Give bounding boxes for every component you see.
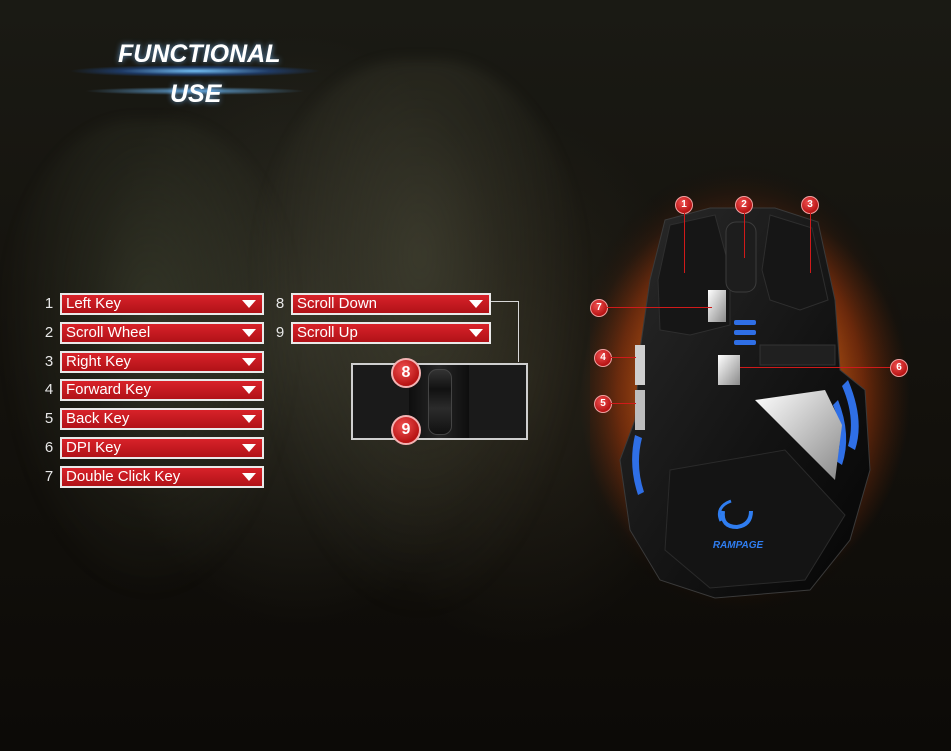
caret-down-icon <box>242 386 256 394</box>
key-dropdown-label: Left Key <box>66 295 122 312</box>
title-glow-bottom <box>80 86 310 96</box>
caret-down-icon <box>469 300 483 308</box>
key-dropdown-label: Scroll Up <box>297 324 358 341</box>
caret-down-icon <box>242 473 256 481</box>
key-dropdown-label: Back Key <box>66 410 130 427</box>
zoom-connector-line <box>491 301 519 362</box>
key-dropdown-scroll-down[interactable]: Scroll Down <box>291 293 491 315</box>
key-dropdown-double-click-key[interactable]: Double Click Key <box>60 466 264 488</box>
blue-stripes <box>632 320 859 495</box>
key-dropdown-label: DPI Key <box>66 439 122 456</box>
key-number: 7 <box>44 468 54 485</box>
key-number: 4 <box>44 381 54 398</box>
key-number: 3 <box>44 353 54 370</box>
key-dropdown-scroll-wheel[interactable]: Scroll Wheel <box>60 322 264 344</box>
key-number: 6 <box>44 439 54 456</box>
rampage-logo-icon <box>717 499 753 530</box>
callout-badge-7: 7 <box>590 299 608 317</box>
caret-down-icon <box>242 415 256 423</box>
callout-badge-2: 2 <box>735 196 753 214</box>
leader-line-1 <box>684 213 685 273</box>
forward-button-shape <box>635 345 645 385</box>
key-dropdown-label: Forward Key <box>66 381 152 398</box>
key-dropdown-label: Scroll Wheel <box>66 324 151 341</box>
caret-down-icon <box>242 329 256 337</box>
key-dropdown-left-key[interactable]: Left Key <box>60 293 264 315</box>
back-button-shape <box>635 390 645 430</box>
key-dropdown-label: Right Key <box>66 353 132 370</box>
callout-badge-1: 1 <box>675 196 693 214</box>
double-click-button-shape <box>708 290 726 322</box>
scroll-wheel-zoom: 8 9 <box>351 358 528 445</box>
scroll-wheel-shape <box>725 221 757 293</box>
leader-line-4 <box>611 357 636 358</box>
key-number: 1 <box>44 295 54 312</box>
callout-badge-6: 6 <box>890 359 908 377</box>
callout-badge-4: 4 <box>594 349 612 367</box>
mouse-illustration: RAMPAGE <box>590 160 910 610</box>
title-line-2: USE <box>170 80 222 108</box>
zoom-badge-8: 8 <box>391 358 421 388</box>
leader-line-6 <box>740 367 890 368</box>
title-line-1: FUNCTIONAL <box>118 40 281 68</box>
side-grip-grille <box>759 344 836 366</box>
key-dropdown-forward-key[interactable]: Forward Key <box>60 379 264 401</box>
key-dropdown-scroll-up[interactable]: Scroll Up <box>291 322 491 344</box>
key-dropdown-right-key[interactable]: Right Key <box>60 351 264 373</box>
leader-line-3 <box>810 213 811 273</box>
caret-down-icon <box>242 444 256 452</box>
key-dropdown-back-key[interactable]: Back Key <box>60 408 264 430</box>
scroll-wheel-image <box>428 369 452 435</box>
callout-badge-3: 3 <box>801 196 819 214</box>
key-dropdown-label: Scroll Down <box>297 295 378 312</box>
feature-title: FUNCTIONAL USE <box>70 36 320 116</box>
key-dropdown-label: Double Click Key <box>66 468 181 485</box>
right-button-shape <box>761 214 829 311</box>
title-glow-top <box>70 64 320 78</box>
key-number: 8 <box>275 295 285 312</box>
caret-down-icon <box>469 329 483 337</box>
key-number: 9 <box>275 324 285 341</box>
caret-down-icon <box>242 300 256 308</box>
leader-line-5 <box>611 403 636 404</box>
silver-panel <box>755 390 842 480</box>
palm-rest <box>664 449 846 589</box>
leader-line-2 <box>744 213 745 258</box>
zoom-badge-9: 9 <box>391 415 421 445</box>
leader-line-7 <box>607 307 712 308</box>
dpi-button-shape <box>718 355 740 385</box>
caret-down-icon <box>242 358 256 366</box>
brand-name: RAMPAGE <box>713 540 764 551</box>
key-number: 5 <box>44 410 54 427</box>
key-number: 2 <box>44 324 54 341</box>
key-dropdown-dpi-key[interactable]: DPI Key <box>60 437 264 459</box>
callout-badge-5: 5 <box>594 395 612 413</box>
